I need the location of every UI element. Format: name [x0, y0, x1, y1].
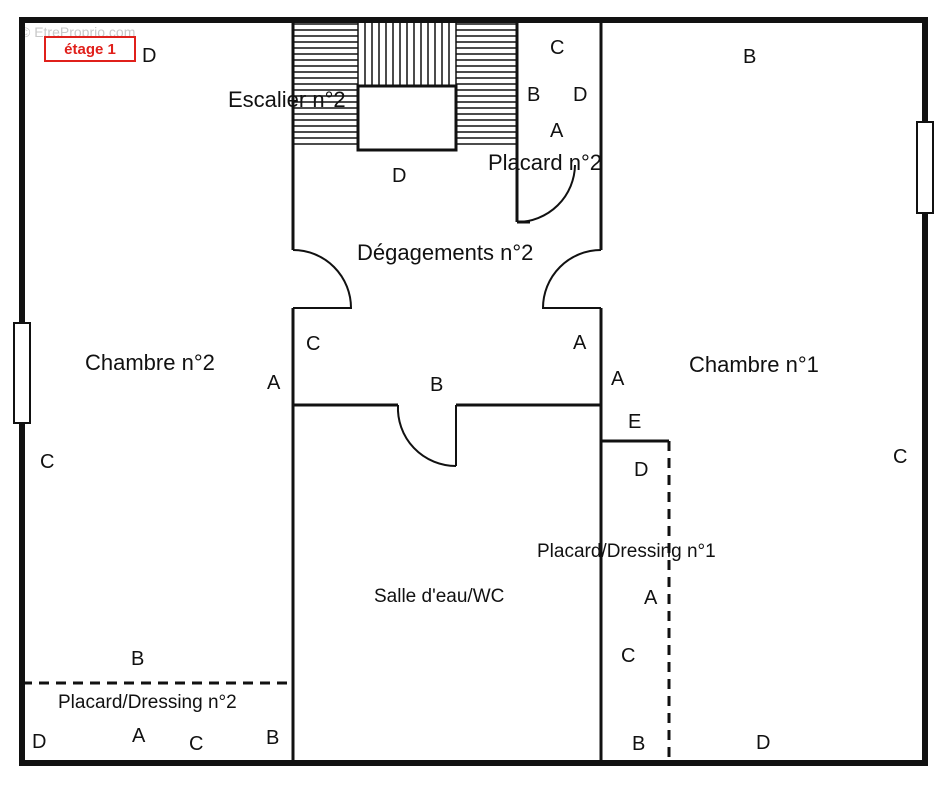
floor-badge: étage 1 [44, 36, 136, 62]
wall-letter: C [40, 451, 54, 473]
wall-letter: B [632, 733, 645, 755]
wall-letter: A [644, 587, 658, 609]
wall-letter: C [550, 37, 564, 59]
room-label-placard2: Placard n°2 [488, 150, 602, 175]
wall-letter: D [634, 459, 648, 481]
doors [292, 164, 602, 468]
wall-letter: C [621, 645, 635, 667]
wall-letter: B [430, 374, 443, 396]
window-right [916, 121, 934, 214]
wall-letter: A [573, 332, 587, 354]
room-label-degagements: Dégagements n°2 [357, 240, 533, 265]
wall-letter: A [132, 725, 146, 747]
wall-letter: C [893, 446, 907, 468]
wall-letter: B [266, 727, 279, 749]
wall-letter: B [743, 46, 756, 68]
wall-letter: D [32, 731, 46, 753]
dressing-partitions [22, 441, 671, 763]
room-label-escalier: Escalier n°2 [228, 87, 346, 112]
wall-letter: A [550, 120, 564, 142]
wall-letter: E [628, 411, 641, 433]
room-label-salle: Salle d'eau/WC [374, 586, 504, 607]
wall-letter: B [131, 648, 144, 670]
wall-letter: A [611, 368, 625, 390]
staircase [293, 22, 517, 152]
interior-walls [291, 20, 669, 763]
room-label-dressing1: Placard/Dressing n°1 [537, 541, 716, 562]
wall-letter: C [306, 333, 320, 355]
wall-letter: A [267, 372, 281, 394]
wall-letter: D [392, 165, 406, 187]
floor-badge-text: étage 1 [64, 40, 116, 58]
wall-letter: C [189, 733, 203, 755]
wall-letter: D [573, 84, 587, 106]
wall-letter: D [142, 45, 156, 67]
window-left [13, 322, 31, 424]
room-label-chambre1: Chambre n°1 [689, 352, 819, 377]
wall-letter: D [756, 732, 770, 754]
room-label-chambre2: Chambre n°2 [85, 350, 215, 375]
wall-letter: B [527, 84, 540, 106]
stair-landing [356, 84, 458, 152]
room-label-dressing2: Placard/Dressing n°2 [58, 692, 237, 713]
